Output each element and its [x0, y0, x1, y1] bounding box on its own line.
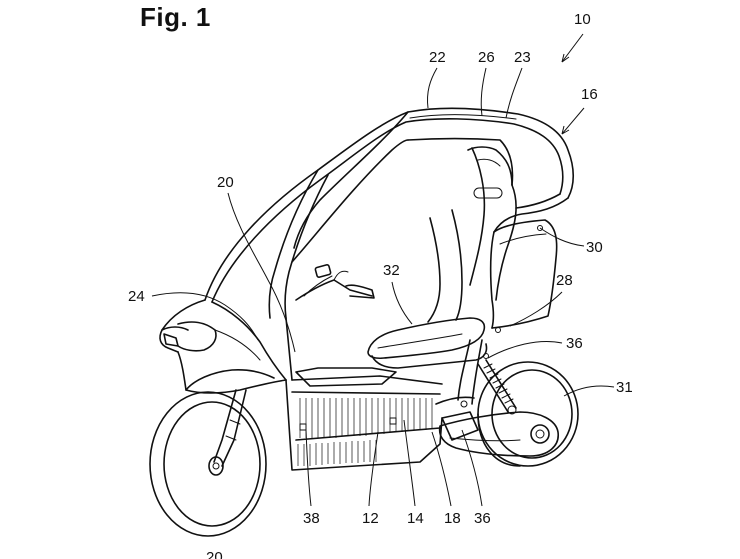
handlebar: [295, 264, 375, 301]
label-12: 12: [362, 510, 379, 527]
label-22: 22: [429, 49, 446, 66]
figure-title: Fig. 1: [140, 2, 211, 32]
label-24: 24: [128, 288, 145, 305]
label-31: 31: [616, 379, 633, 396]
label-16: 16: [581, 86, 598, 103]
swingarm: [438, 411, 559, 457]
label-36-lower: 36: [474, 510, 491, 527]
label-14: 14: [407, 510, 424, 527]
label-28: 28: [556, 272, 573, 289]
label-18: 18: [444, 510, 461, 527]
label-20-cut: 20: [206, 549, 223, 559]
seat: [367, 209, 488, 369]
label-10: 10: [574, 11, 591, 28]
label-26: 26: [478, 49, 495, 66]
label-20: 20: [217, 174, 234, 191]
leader-lines: [151, 33, 615, 507]
rear-wheel: [477, 361, 579, 467]
canopy-frame: [204, 107, 575, 319]
rear-shock: [457, 339, 517, 415]
label-32: 32: [383, 262, 400, 279]
rear-body: [467, 146, 569, 359]
label-36-upper: 36: [566, 335, 583, 352]
label-38: 38: [303, 510, 320, 527]
battery-housing: [285, 317, 479, 471]
label-30: 30: [586, 239, 603, 256]
front-fairing: [159, 299, 287, 394]
front-fork: [213, 389, 247, 467]
front-wheel: [149, 391, 267, 537]
label-23: 23: [514, 49, 531, 66]
